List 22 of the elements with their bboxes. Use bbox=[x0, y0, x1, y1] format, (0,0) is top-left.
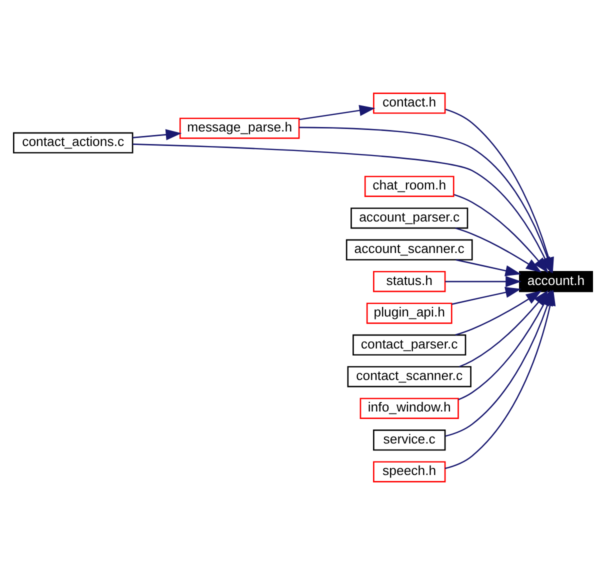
arrow bbox=[299, 104, 376, 120]
node-box: account_scanner.c bbox=[346, 238, 473, 260]
node-box: account.h bbox=[519, 270, 593, 292]
node-box: message_parse.h bbox=[179, 117, 300, 138]
node-box: service.c bbox=[373, 429, 446, 450]
node-box: contact_actions.c bbox=[13, 132, 134, 153]
arrow bbox=[132, 128, 182, 140]
arrow bbox=[455, 227, 542, 272]
node-box: speech.h bbox=[373, 460, 446, 482]
arrow bbox=[455, 290, 542, 336]
arrow bbox=[454, 194, 548, 273]
arrow bbox=[445, 276, 522, 287]
node-box: account_parser.c bbox=[350, 207, 468, 228]
node-box: contact.h bbox=[373, 92, 446, 114]
node-box: status.h bbox=[373, 270, 446, 292]
arrow bbox=[452, 286, 522, 304]
node-box: plugin_api.h bbox=[366, 302, 452, 324]
node-box: info_window.h bbox=[360, 397, 459, 418]
arrow bbox=[456, 258, 522, 276]
node-box: chat_room.h bbox=[364, 175, 454, 196]
node-box: contact_scanner.c bbox=[347, 366, 472, 387]
node-box: contact_parser.c bbox=[352, 334, 466, 356]
